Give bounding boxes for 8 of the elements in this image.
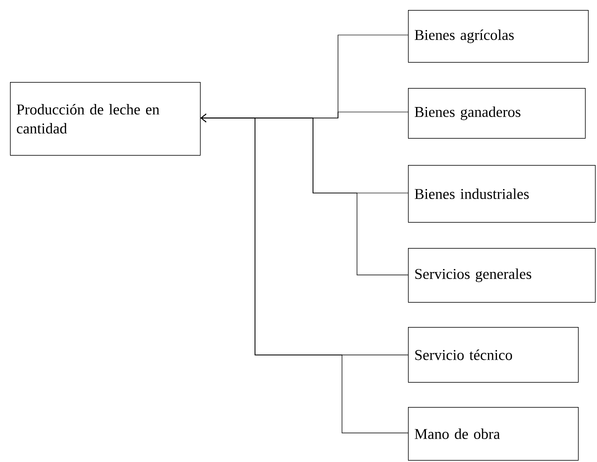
text-box: Servicios generales	[408, 248, 596, 303]
text-box: Bienes industriales	[408, 164, 596, 223]
text-box: Bienes agrícolas	[408, 10, 589, 63]
text-box: Producción de leche en cantidad	[10, 82, 201, 156]
connector-arrow	[200, 114, 408, 434]
text-box: Mano de obra	[408, 406, 579, 461]
text-box: Bienes ganaderos	[408, 88, 586, 139]
text-box: Servicio técnico	[408, 326, 579, 383]
